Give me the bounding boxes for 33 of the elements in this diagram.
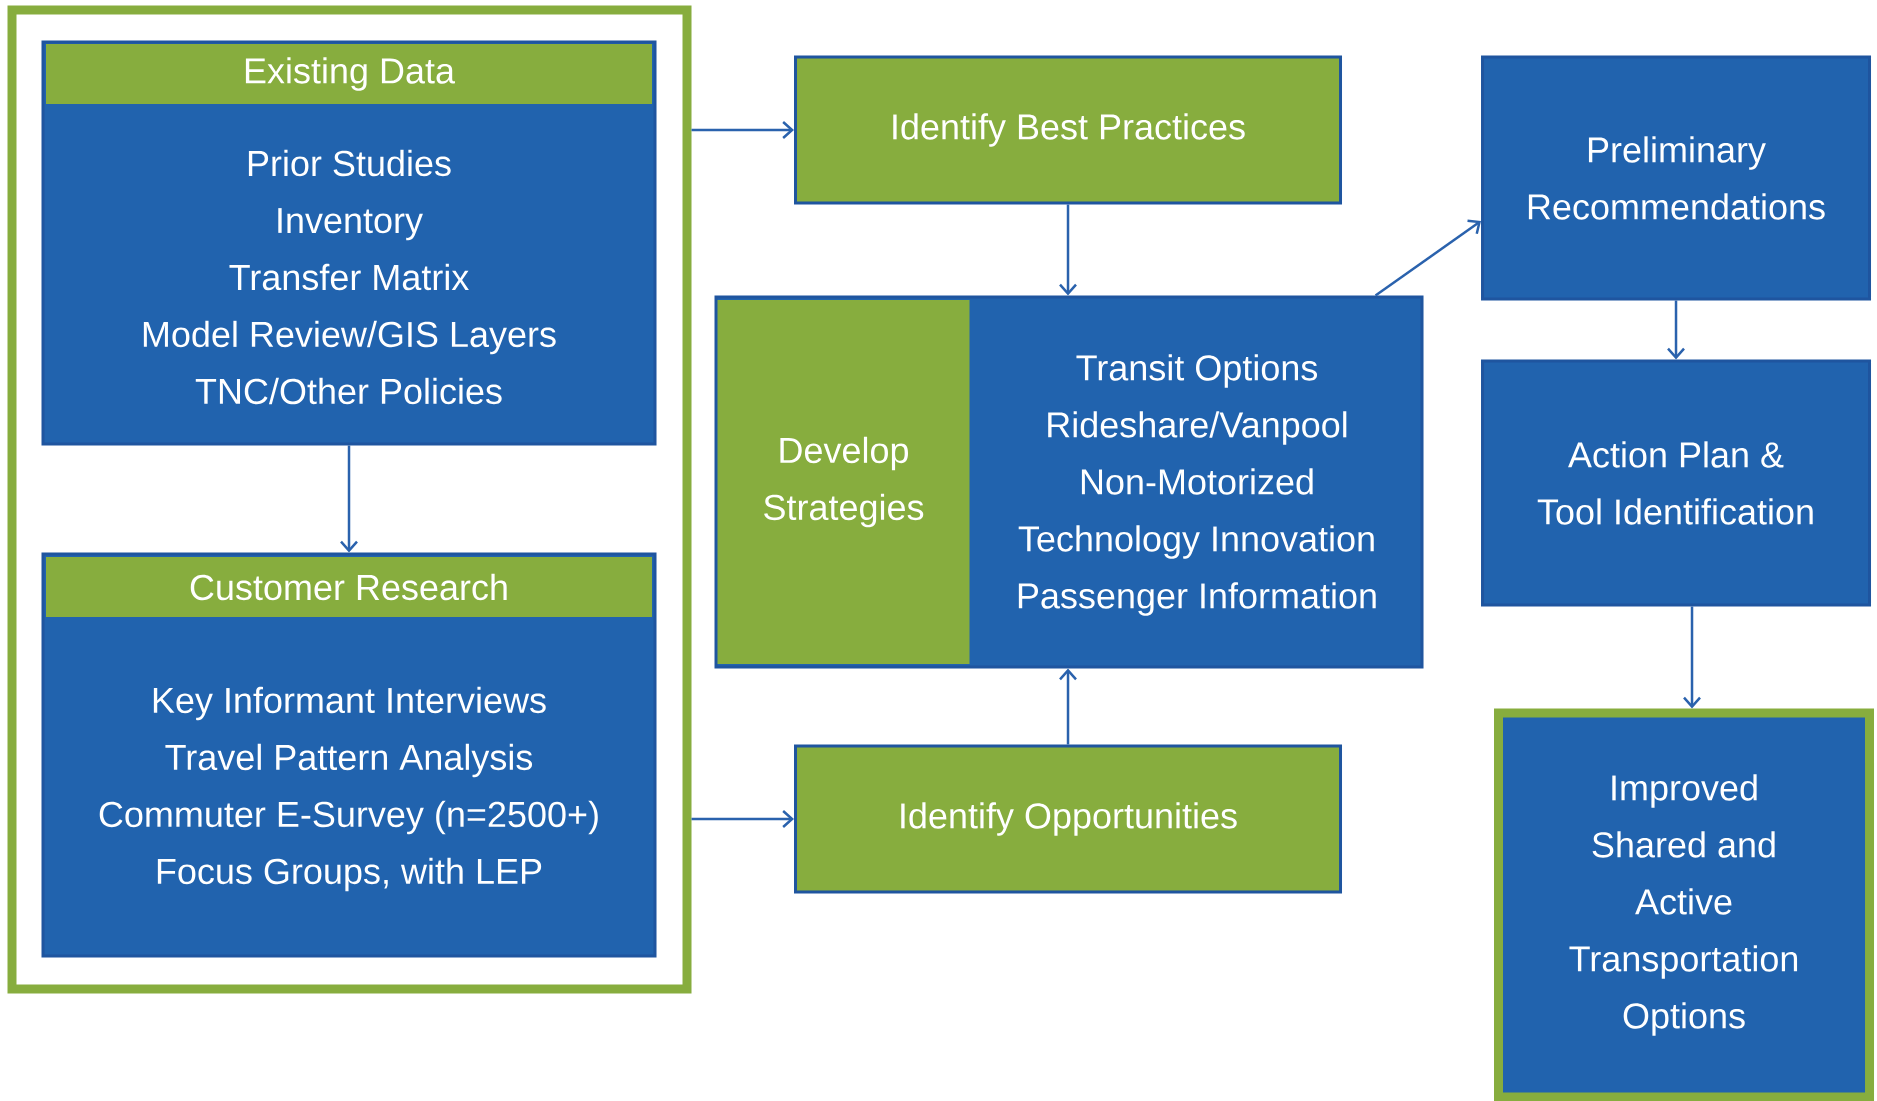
heading-band: Existing Data: [46, 44, 652, 104]
node-label: TNC/Other Policies: [195, 377, 502, 405]
node-label: Rideshare/Vanpool: [1048, 411, 1347, 445]
arrow: [1683, 606, 1701, 709]
arrow: [691, 810, 794, 828]
node-label: Transit Options: [1076, 354, 1318, 388]
node-label: Inventory: [278, 208, 423, 241]
list-text: Transit Options Rideshare/Vanpool Non-Motorized Technology Innovation Passenger Information: [1018, 354, 1376, 616]
process-box: Action Plan & Tool Identification: [1481, 359, 1871, 607]
arrow: [691, 121, 794, 139]
arrow: [1374, 219, 1481, 297]
arrow: [340, 445, 358, 553]
node-label: Prior Studies: [248, 149, 451, 177]
arrow: [1667, 300, 1685, 360]
process-box: Identify Best Practices: [794, 55, 1342, 205]
node-label: Passenger Information: [1018, 582, 1376, 616]
node-label: Non-Motorized: [1081, 468, 1313, 495]
list-text: Prior Studies Inventory Transfer Matrix Model Review/GIS Layers TNC/Other Policies: [143, 149, 556, 405]
node-label: Focus Groups, with LEP: [157, 857, 542, 892]
outcome-box: Improved Shared and Active Transportation Options: [1494, 708, 1874, 1101]
arrow: [1059, 204, 1077, 296]
process-box: Identify Opportunities: [794, 744, 1342, 894]
list-text: Key Informant Interviews Travel Pattern Analysis Commuter E-Survey (n=2500+) Focus Groups, with LEP: [99, 686, 598, 892]
node-label: Commuter E-Survey (n=2500+): [99, 800, 598, 835]
heading-band: Customer Research: [46, 557, 652, 617]
process-box: Preliminary Recommendations: [1481, 55, 1871, 301]
node-label: Transfer Matrix: [229, 263, 469, 291]
node-label: Model Review/GIS Layers: [143, 320, 556, 355]
arrow: [1059, 668, 1077, 745]
node-label: Technology Innovation: [1018, 525, 1374, 559]
heading-panel: Develop Strategies: [717, 300, 970, 664]
node-label: Travel Pattern Analysis: [165, 743, 533, 778]
node-label: Key Informant Interviews: [153, 686, 546, 721]
